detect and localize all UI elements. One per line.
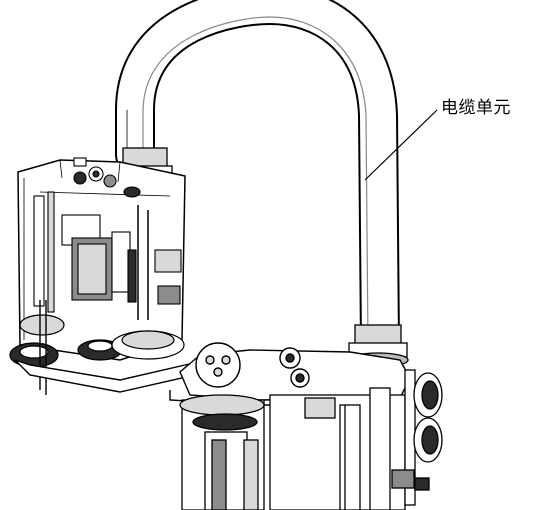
cable-unit-label: 电缆单元 xyxy=(441,98,511,118)
top-connectors xyxy=(73,157,141,198)
joint-3-housing xyxy=(179,394,265,510)
internal-components xyxy=(33,191,182,320)
callout-leader-line xyxy=(364,109,438,181)
arm-2-electronics xyxy=(269,387,406,510)
joint-gears xyxy=(9,300,185,395)
cable-unit-hose xyxy=(115,0,400,365)
side-connectors xyxy=(391,369,443,506)
